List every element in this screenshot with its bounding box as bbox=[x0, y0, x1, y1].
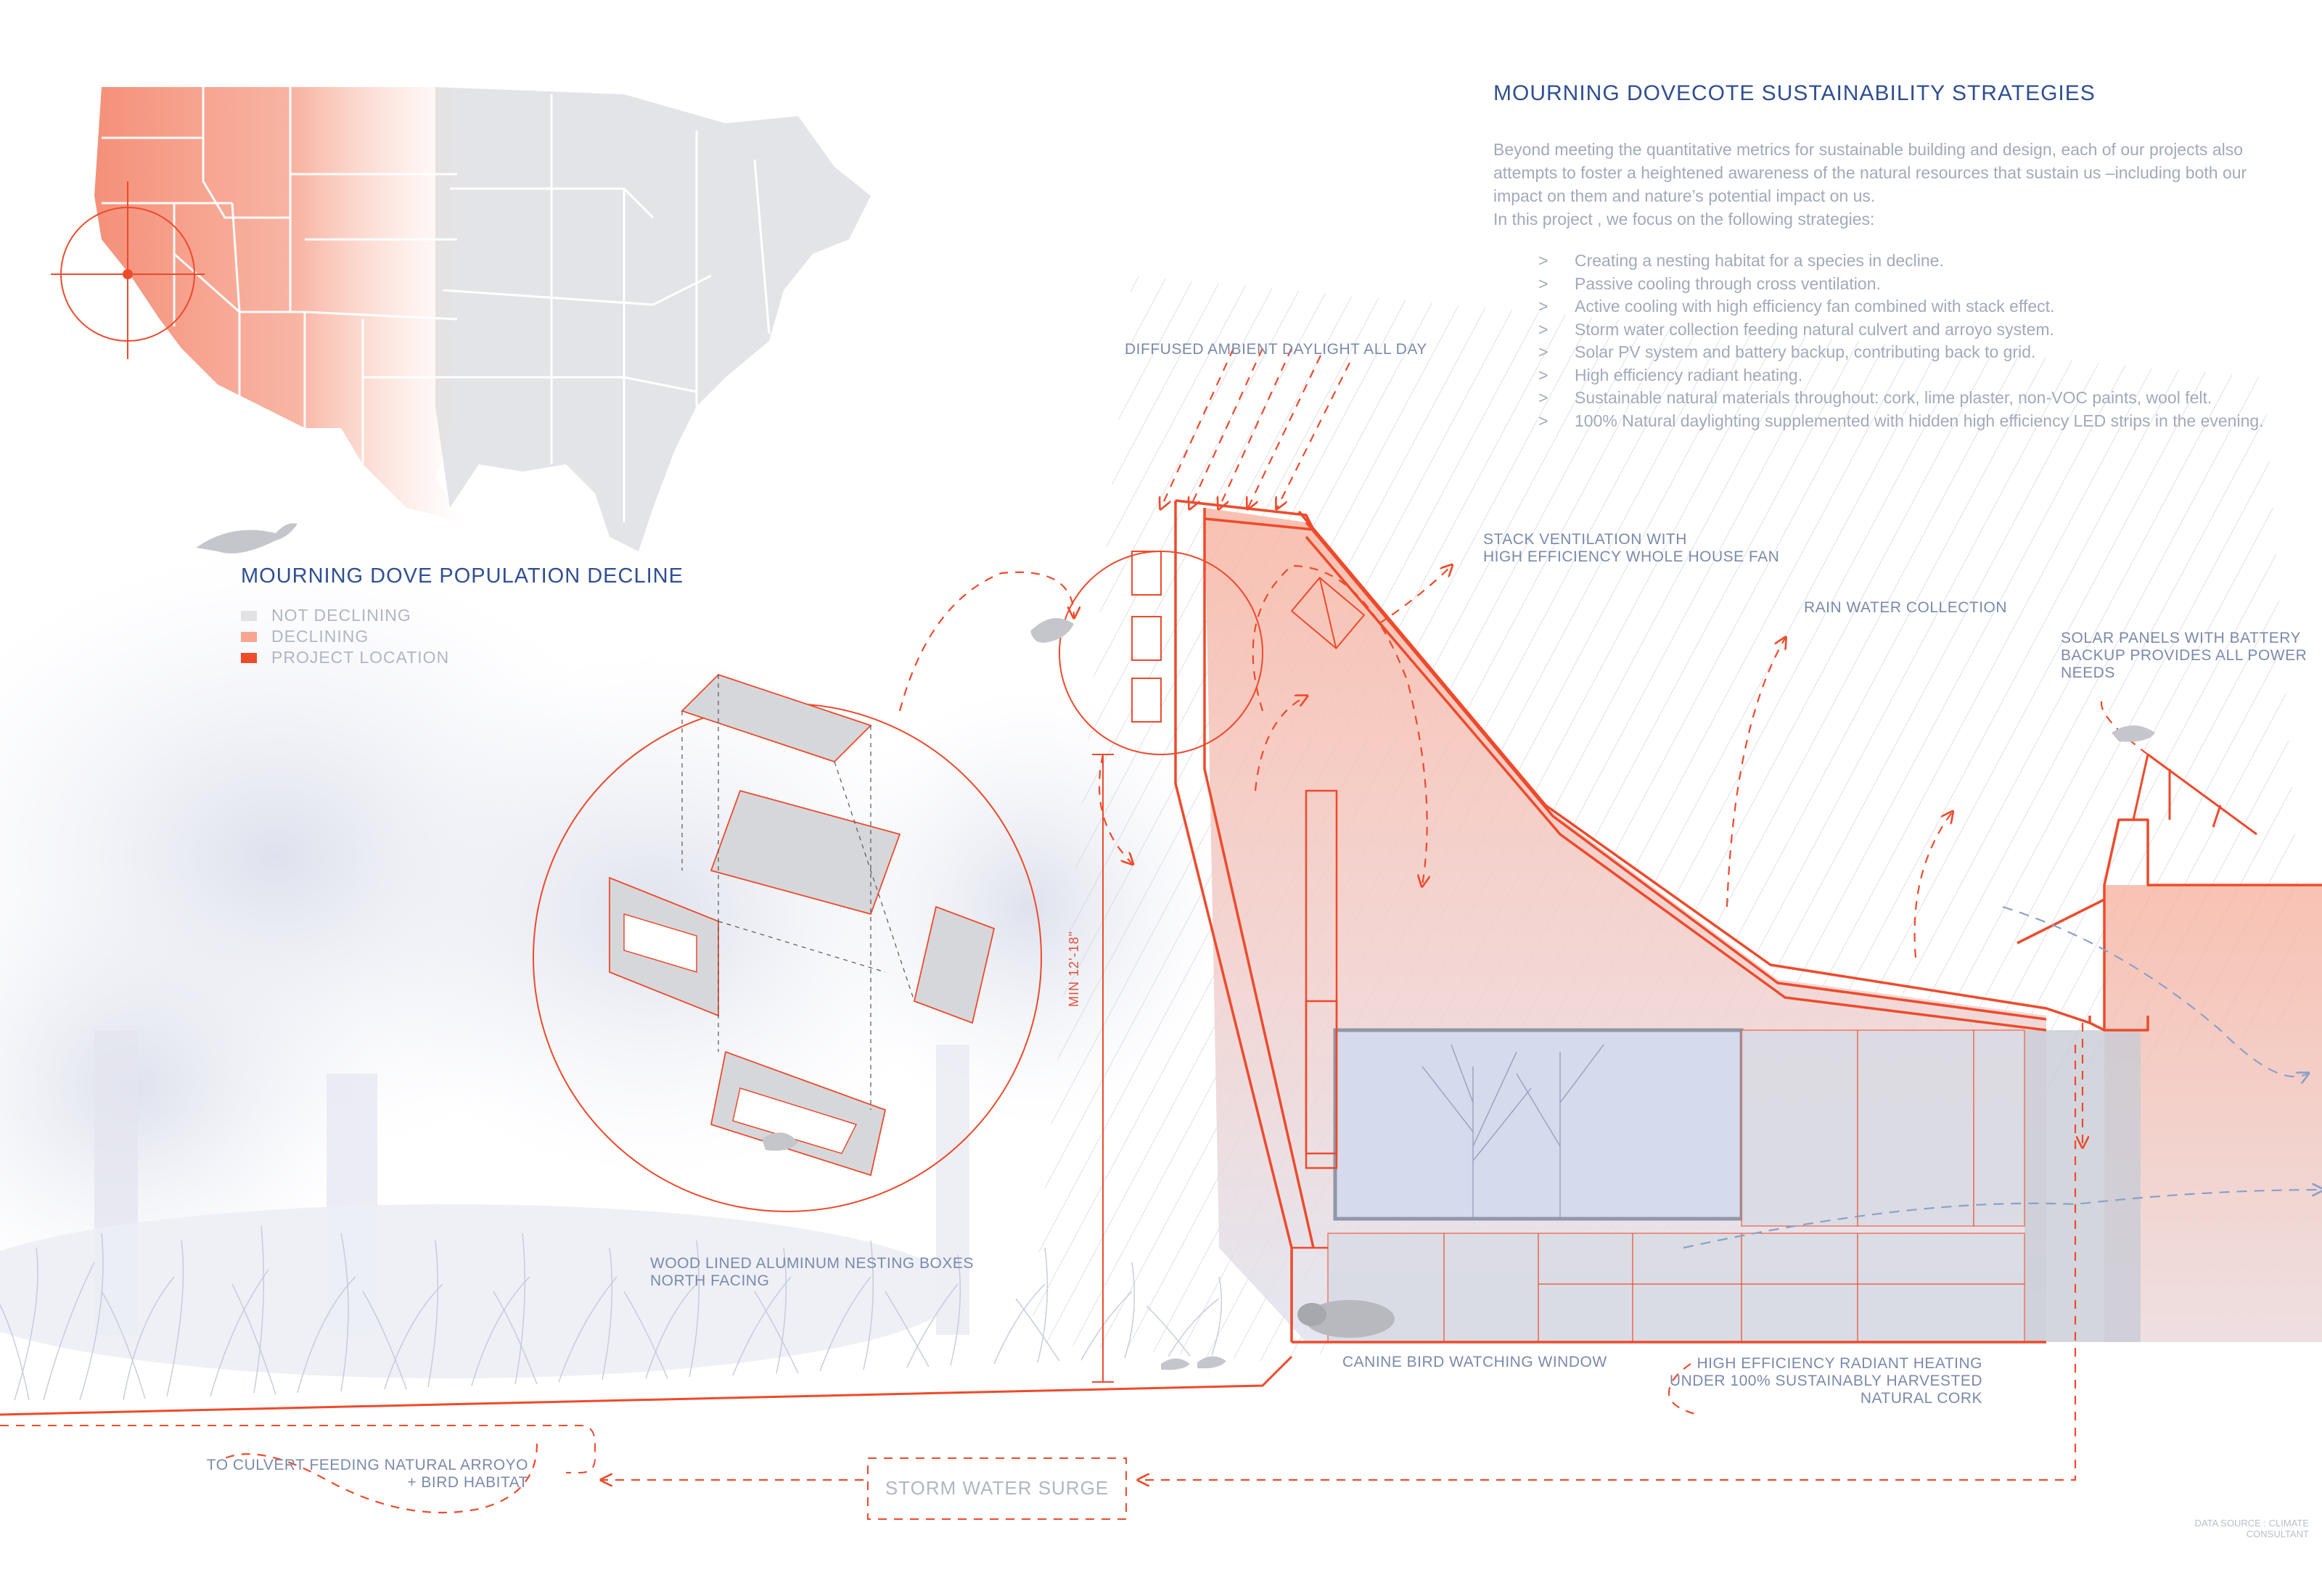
grass bbox=[0, 1225, 1223, 1401]
list-item: >Solar PV system and battery backup, con… bbox=[1538, 342, 2036, 361]
label-culvert: TO CULVERT FEEDING NATURAL ARROYO+ BIRD … bbox=[206, 1457, 528, 1491]
map-region-not-declining bbox=[435, 87, 871, 551]
label-daylight: DIFFUSED AMBIENT DAYLIGHT ALL DAY bbox=[1125, 341, 1427, 358]
legend: NOT DECLINING DECLINING PROJECT LOCATION bbox=[241, 605, 449, 668]
fog-trees-background bbox=[0, 551, 1234, 1378]
storm-channel bbox=[0, 1425, 596, 1473]
us-map bbox=[51, 87, 871, 551]
airflow-arrows bbox=[224, 347, 2149, 1514]
list-item: >Passive cooling through cross ventilati… bbox=[1538, 273, 1881, 293]
list-item: >High efficiency radiant heating. bbox=[1538, 365, 1803, 384]
list-item: >Creating a nesting habitat for a specie… bbox=[1538, 251, 1944, 270]
list-item: >Storm water collection feeding natural … bbox=[1538, 319, 2054, 339]
label-rain-water: RAIN WATER COLLECTION bbox=[1804, 599, 2008, 616]
legend-item-declining: DECLINING bbox=[241, 626, 449, 647]
legend-swatch bbox=[241, 631, 257, 642]
legend-swatch bbox=[241, 652, 257, 663]
storm-water-surge-box bbox=[867, 1457, 1127, 1520]
label-storm-water-surge: STORM WATER SURGE bbox=[885, 1477, 1109, 1499]
strategy-list: >Creating a nesting habitat for a specie… bbox=[1538, 250, 2271, 432]
intro-paragraph: Beyond meeting the quantitative metrics … bbox=[1493, 140, 2247, 205]
legend-title: MOURNING DOVE POPULATION DECLINE bbox=[241, 564, 684, 588]
intro-lead: In this project , we focus on the follow… bbox=[1493, 210, 1875, 229]
legend-item-project-location: PROJECT LOCATION bbox=[241, 647, 449, 668]
intro-text: Beyond meeting the quantitative metrics … bbox=[1493, 138, 2277, 231]
data-source: DATA SOURCE : CLIMATE CONSULTANT bbox=[2194, 1518, 2309, 1539]
dimension-label: MIN 12'-18" bbox=[1067, 931, 1081, 1007]
list-item: >Sustainable natural materials throughou… bbox=[1538, 388, 2212, 407]
nesting-box-exploded bbox=[533, 673, 1042, 1212]
list-item: >100% Natural daylighting supplemented w… bbox=[1538, 411, 2264, 430]
legend-swatch bbox=[241, 610, 257, 621]
legend-item-not-declining: NOT DECLINING bbox=[241, 605, 449, 626]
page-title: MOURNING DOVECOTE SUSTAINABILITY STRATEG… bbox=[1493, 81, 2096, 105]
birds bbox=[196, 523, 2155, 1370]
ground-line bbox=[0, 1355, 1293, 1416]
list-item: >Active cooling with high efficiency fan… bbox=[1538, 297, 2055, 316]
project-location-marker bbox=[51, 181, 205, 359]
label-canine-window: CANINE BIRD WATCHING WINDOW bbox=[1342, 1354, 1607, 1370]
dog bbox=[1305, 1300, 1395, 1338]
map-region-declining bbox=[94, 87, 464, 522]
canine-window-glass bbox=[1333, 1028, 1744, 1221]
